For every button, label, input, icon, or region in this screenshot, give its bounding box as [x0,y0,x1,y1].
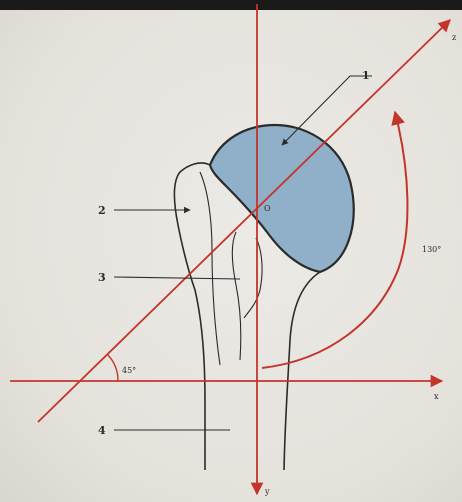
label-angle-45: 45° [122,366,136,375]
greater-tubercle-outline [173,162,211,470]
label-part-1: 1 [362,69,370,82]
label-part-4: 4 [98,424,106,437]
label-angle-130: 130° [422,245,441,254]
leader-line-3 [113,276,241,280]
label-center-o: O [264,204,271,213]
label-part-3: 3 [98,271,106,284]
angle-arc-130 [261,110,409,369]
lesser-tubercle-outline-2 [243,237,263,319]
oblique-axis-z [37,19,451,423]
angle-arc-45 [106,353,119,382]
label-axis-z: z [452,33,456,42]
lesser-tubercle-outline [231,231,242,361]
humeral-head [208,123,355,274]
medial-shaft-outline [283,271,321,471]
tubercle-inner-line [199,171,221,366]
label-axis-x: x [434,392,439,401]
label-part-2: 2 [98,204,106,217]
leader-line-1 [281,75,372,146]
label-axis-y: y [264,487,270,496]
